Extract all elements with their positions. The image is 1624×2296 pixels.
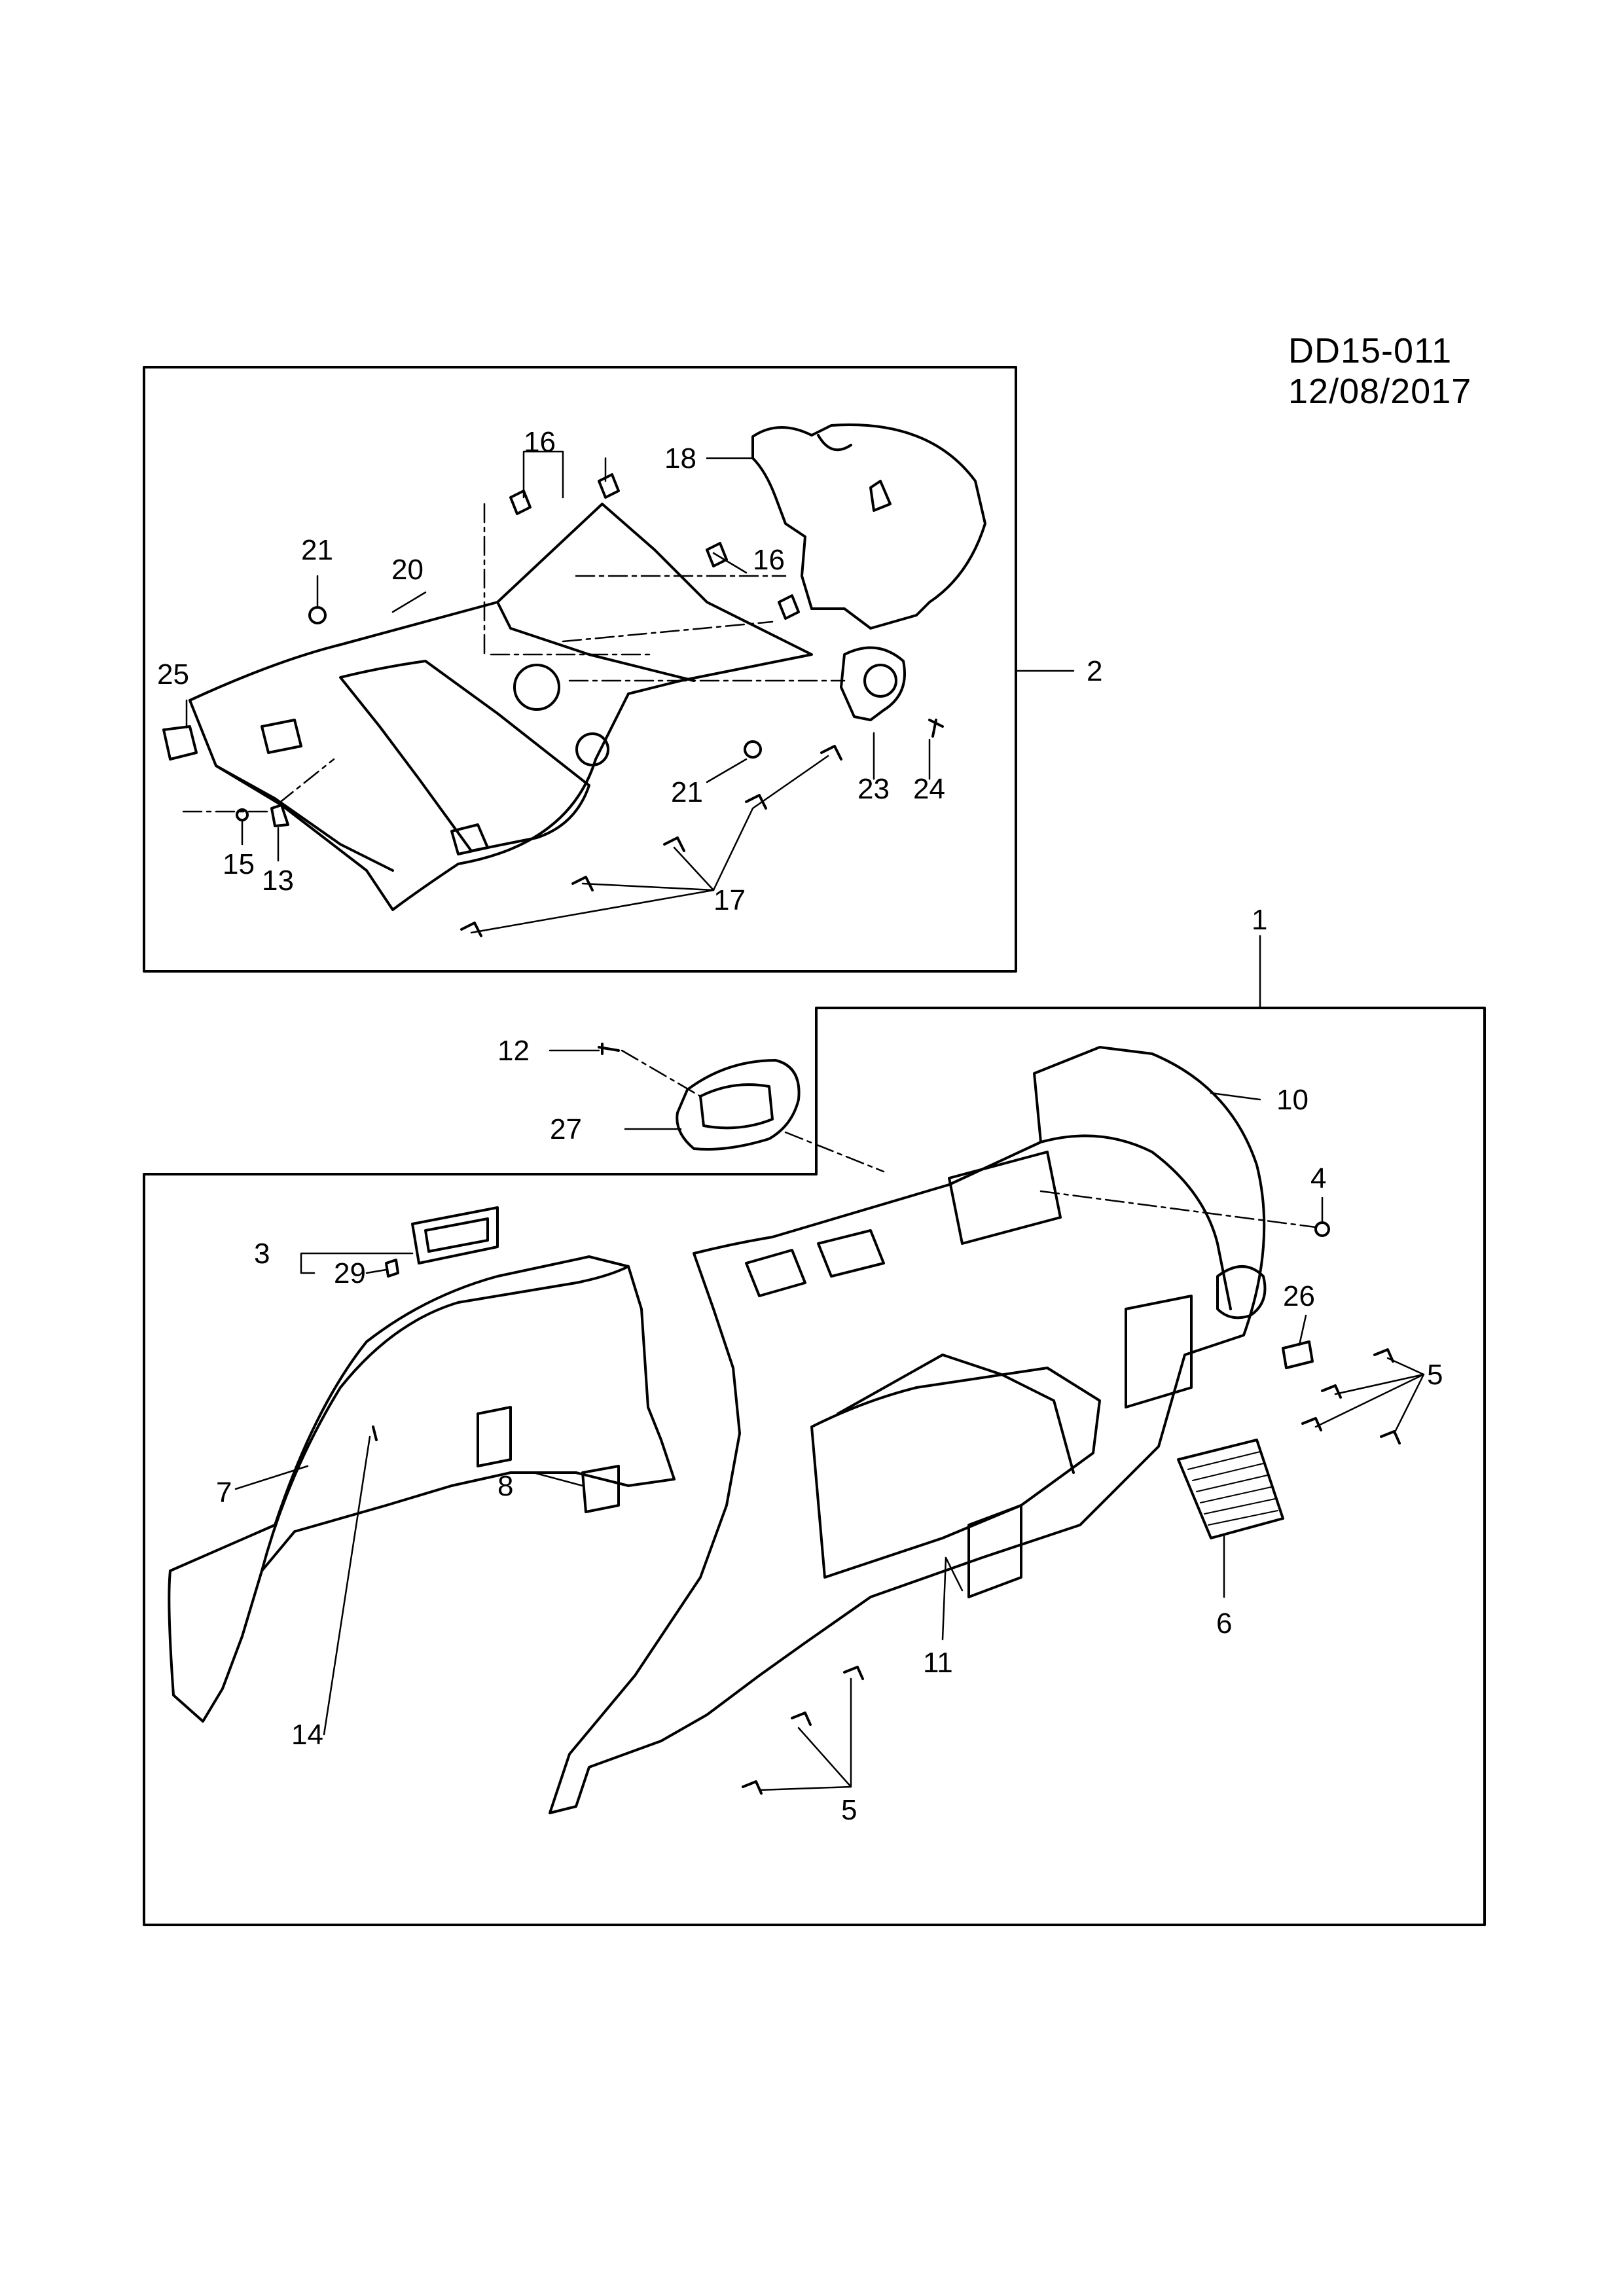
- document-reference: DD15-011 12/08/2017: [1288, 331, 1472, 411]
- part-11-side-block: [967, 1504, 1022, 1598]
- callout-8: 8: [497, 1470, 513, 1502]
- part-23-speaker-cone: [863, 664, 897, 698]
- callout-3: 3: [254, 1238, 270, 1270]
- part-21-pin-upper: [308, 606, 327, 624]
- part-4-nut: [1314, 1221, 1330, 1237]
- part-10-upper-pillar-edge: [1039, 1134, 1232, 1310]
- part-3-lamp: [411, 1206, 499, 1265]
- part-10-speaker-housing: [1216, 1265, 1267, 1319]
- part-27-lamp-lens: [699, 1083, 774, 1130]
- part-10-vent-pocket: [1125, 1295, 1193, 1408]
- part-5-clip-g: [742, 1780, 763, 1795]
- part-6-grille-slats: [1187, 1451, 1278, 1526]
- callout-20: 20: [391, 554, 424, 586]
- part-23-speaker: [840, 646, 906, 721]
- part-5-clip-d: [1380, 1430, 1401, 1444]
- part-11-inner-panel: [810, 1367, 1101, 1579]
- part-7-pocket: [477, 1406, 512, 1467]
- part-27-courtesy-lamp-housing: [676, 1059, 801, 1151]
- part-10-11-rear-quarter-trim: [549, 1046, 1266, 1814]
- callout-13: 13: [262, 865, 294, 897]
- part-5-clip-f: [791, 1712, 812, 1726]
- part-16-clip-c: [706, 542, 728, 567]
- part-16-clip-d: [778, 594, 800, 620]
- part-17-clip-a: [820, 745, 842, 761]
- callout-15: 15: [223, 848, 255, 880]
- part-15-retainer: [236, 808, 249, 821]
- callout-17: 17: [713, 884, 746, 916]
- part-7-flange: [261, 1265, 630, 1572]
- part-17-clip-e: [460, 922, 482, 937]
- upper-assembly-frame: [143, 366, 1017, 973]
- lower-assembly-frame: [143, 1007, 1486, 1926]
- part-18-upper-trim-cover: [751, 423, 986, 630]
- part-21-pin-lower: [744, 740, 762, 759]
- part-11-bin: [837, 1354, 1075, 1474]
- callout-labels: 1 2 3 4 5 5 6 7 8 10 11 12 13 14 15 16 1…: [157, 426, 1443, 1826]
- callout-16-right: 16: [753, 544, 785, 576]
- part-17-clip-c: [663, 836, 685, 852]
- part-5-clip-b: [1321, 1384, 1342, 1399]
- callout-12: 12: [497, 1035, 530, 1067]
- callout-25: 25: [157, 658, 189, 691]
- part-12-screw: [598, 1043, 620, 1055]
- part-5-clip-a: [1373, 1348, 1394, 1363]
- callout-18: 18: [664, 442, 696, 475]
- callout-26: 26: [1283, 1280, 1315, 1312]
- callout-1: 1: [1252, 904, 1267, 936]
- callout-4: 4: [1310, 1162, 1326, 1194]
- callout-23: 23: [857, 773, 890, 805]
- callout-5-lower: 5: [841, 1794, 857, 1826]
- part-20-clip-pocket-b: [450, 823, 489, 855]
- part-20-lamp-hole: [575, 732, 609, 766]
- part-6-vent-grille: [1177, 1439, 1284, 1539]
- callout-29: 29: [334, 1257, 366, 1289]
- callout-27: 27: [550, 1113, 582, 1145]
- part-17-clip-b: [745, 794, 767, 810]
- part-5-clip-c: [1301, 1417, 1322, 1431]
- callout-2: 2: [1087, 655, 1102, 687]
- part-18-notch: [817, 434, 852, 452]
- part-20-upper-quarter-trim: [189, 503, 813, 911]
- part-5-clip-e: [843, 1666, 864, 1680]
- part-24-screw: [928, 719, 944, 738]
- callout-10: 10: [1276, 1084, 1308, 1116]
- part-16-clip-b: [598, 473, 620, 499]
- callout-11: 11: [923, 1647, 953, 1679]
- callout-24: 24: [913, 773, 945, 805]
- part-14-pin: [372, 1426, 378, 1441]
- part-10-lamp-bay: [948, 1151, 1062, 1245]
- callout-21-upper: 21: [301, 534, 333, 566]
- part-20-speaker-hole: [513, 664, 560, 711]
- part-7-lower-quarter-trim: [168, 1255, 676, 1723]
- callout-16-top: 16: [524, 426, 556, 458]
- part-16-clip-a: [509, 490, 532, 515]
- callout-5-right: 5: [1427, 1359, 1443, 1391]
- part-17-clip-d: [571, 876, 594, 891]
- part-26-socket: [1282, 1340, 1314, 1369]
- callout-21-lower: 21: [671, 776, 703, 808]
- part-10-box: [745, 1249, 806, 1297]
- part-10-box-b: [817, 1229, 885, 1278]
- part-20-inner-edge: [496, 601, 695, 682]
- part-20-clip-pocket: [261, 719, 302, 754]
- part-20-window-opening: [339, 660, 590, 852]
- part-20-lower-lip: [215, 764, 394, 872]
- part-13-clip: [270, 804, 289, 827]
- part-3-lamp-inner: [424, 1217, 489, 1253]
- callout-7: 7: [216, 1477, 232, 1509]
- callout-14: 14: [291, 1719, 323, 1751]
- part-25-bracket: [162, 725, 198, 761]
- part-29-bulb: [385, 1259, 399, 1278]
- part-18-tab: [869, 480, 892, 512]
- callout-6: 6: [1216, 1607, 1232, 1640]
- part-8-pad: [581, 1465, 620, 1513]
